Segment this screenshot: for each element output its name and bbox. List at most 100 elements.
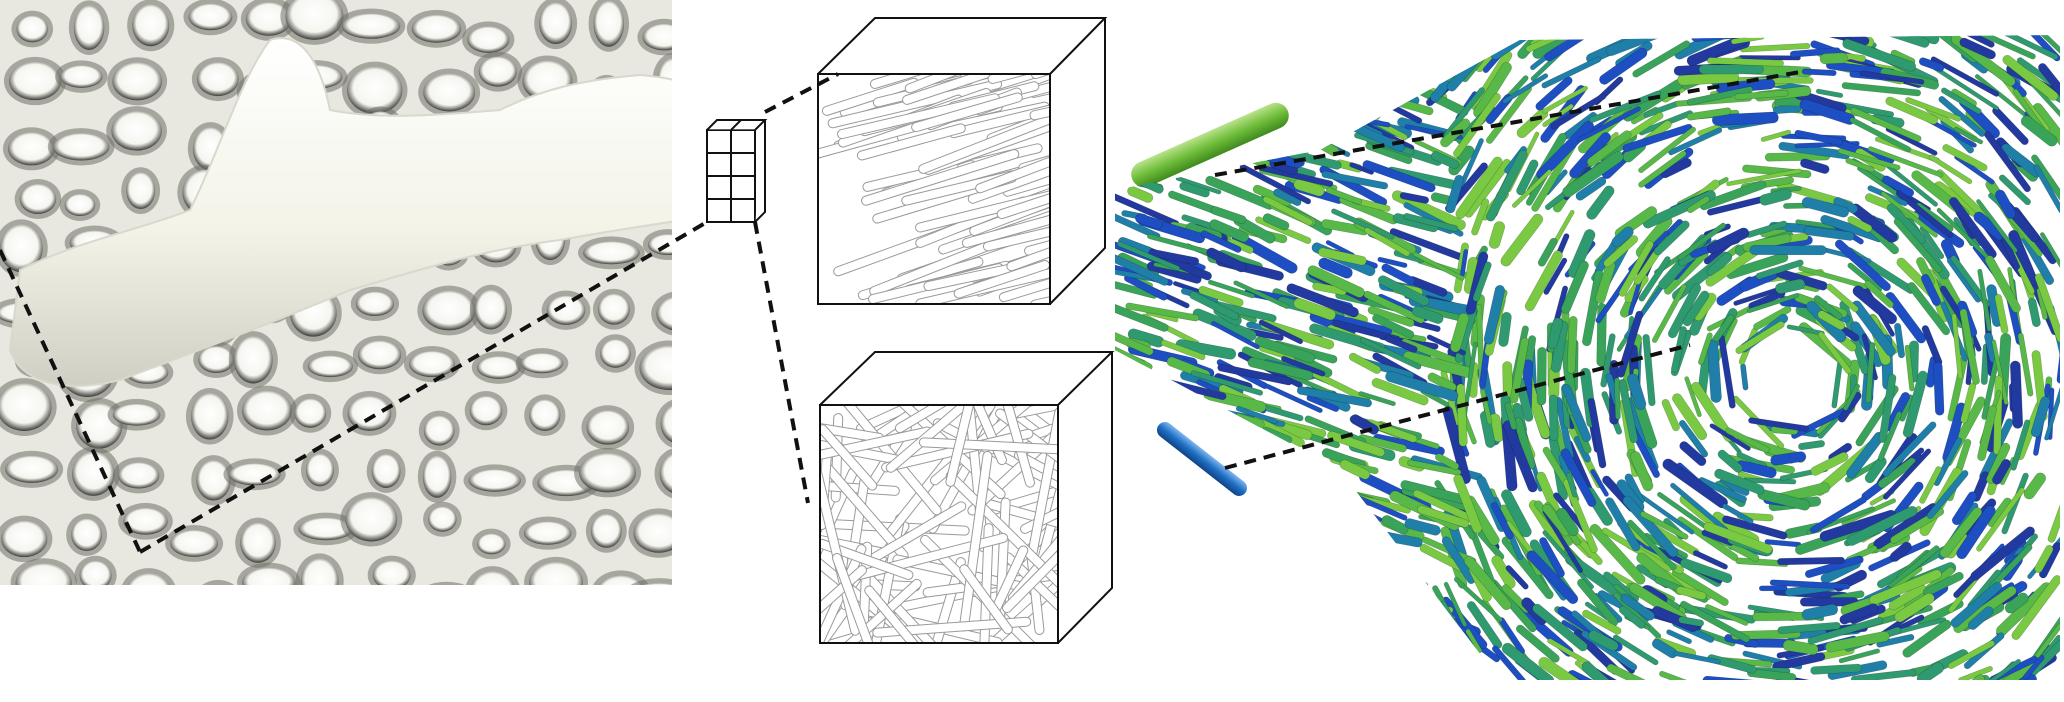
flow-rod — [1562, 151, 1624, 198]
flow-rod — [1449, 312, 1470, 353]
bone-pore — [8, 132, 55, 166]
flow-rod — [1392, 600, 1450, 628]
flow-rod — [1124, 97, 1195, 125]
bone-pore — [242, 567, 296, 585]
flow-rod — [1122, 657, 1164, 680]
flow-rod — [1342, 542, 1402, 566]
flow-rod — [1605, 497, 1641, 552]
flow-rod — [1115, 125, 1161, 156]
flow-rod — [1885, 291, 1927, 344]
flow-rod — [1465, 628, 1483, 654]
flow-rod — [1834, 239, 1891, 292]
flow-rod — [1933, 361, 1945, 416]
flow-rod — [1359, 337, 1422, 370]
flow-rod — [1471, 198, 1490, 236]
bone-pore — [583, 241, 640, 265]
flow-rod — [1306, 394, 1340, 413]
flow-rod — [1928, 154, 1973, 185]
flow-rod — [2039, 232, 2060, 274]
flow-rod — [1682, 290, 1710, 327]
flow-rod — [2020, 115, 2058, 147]
flow-rod — [1316, 96, 1355, 120]
flow-rod — [2026, 35, 2060, 63]
flow-rod — [1432, 644, 1464, 662]
flow-rod — [1769, 579, 1851, 590]
flow-rod — [1690, 381, 1735, 442]
flow-rod — [1725, 427, 1770, 453]
flow-rod — [1381, 263, 1415, 286]
flow-rod — [1249, 38, 1282, 56]
bone-pore — [8, 61, 62, 101]
aligned-fiber — [860, 149, 1020, 206]
flow-rod — [1556, 507, 1579, 537]
blue-rod-leader-line — [1224, 343, 1691, 470]
flow-rod — [1282, 82, 1340, 119]
flow-rod — [1216, 524, 1284, 553]
flow-rod — [1293, 514, 1344, 538]
flow-rod — [1239, 649, 1277, 665]
flow-rod — [1283, 35, 1317, 49]
flow-rod — [1363, 608, 1437, 644]
flow-rod — [1311, 622, 1343, 641]
aligned-fiber — [987, 74, 1050, 84]
bone-pore — [597, 293, 630, 325]
flow-rod — [1115, 247, 1169, 286]
flow-rod — [1588, 630, 1619, 652]
bone-pore — [468, 469, 521, 492]
bone-pore — [539, 2, 573, 45]
flow-rod — [1984, 131, 2031, 193]
flow-rod — [1575, 176, 1607, 201]
flow-rod — [1747, 668, 1797, 680]
flow-rod — [1343, 591, 1422, 620]
flow-rod — [1286, 507, 1364, 530]
flow-rod — [1777, 556, 1845, 566]
flow-rod — [1894, 592, 1935, 623]
flow-rod — [1706, 339, 1722, 403]
flow-rod — [1122, 657, 1190, 680]
bone-pore — [422, 455, 452, 498]
flow-rod — [1233, 567, 1270, 591]
flow-rod — [1539, 537, 1565, 578]
flow-rod — [1260, 90, 1287, 105]
flow-rod — [1192, 664, 1224, 680]
flow-rod — [1143, 583, 1200, 604]
flow-rod — [1565, 472, 1578, 498]
flow-rod — [1653, 220, 1690, 256]
flow-rod — [1187, 655, 1225, 675]
flow-rod — [1538, 656, 1585, 680]
flow-rod — [1500, 489, 1532, 538]
flow-rod — [1678, 419, 1709, 458]
bone-pore — [112, 403, 161, 426]
flow-rod — [1760, 129, 1792, 142]
flow-rod — [1115, 35, 1134, 42]
flow-rod — [1904, 344, 1915, 392]
flow-rod — [1547, 317, 1563, 349]
flow-rod — [1194, 610, 1270, 644]
flow-rod — [1314, 47, 1375, 65]
flow-rod — [1151, 110, 1184, 129]
flow-rod — [1321, 598, 1356, 617]
bone-pore — [529, 561, 583, 585]
zoom-line-bottom — [753, 221, 810, 504]
flow-rod — [1998, 35, 2059, 60]
flow-rod — [1882, 175, 1915, 198]
flow-rod — [1831, 361, 1843, 409]
flow-rod — [1379, 590, 1414, 610]
flow-rod — [1618, 605, 1646, 629]
flow-rod — [1638, 256, 1671, 302]
flow-rod — [1160, 339, 1206, 361]
flow-rod — [1398, 577, 1429, 590]
flow-rod — [1789, 47, 1841, 58]
flow-rod — [1926, 470, 1969, 519]
flow-rod — [1210, 206, 1247, 225]
flow-rod — [1166, 646, 1207, 666]
flow-rod — [1217, 595, 1249, 612]
flow-rod — [2006, 35, 2060, 62]
flow-rod — [1711, 111, 1779, 126]
flow-rod — [1846, 505, 1918, 546]
bone-pore — [190, 392, 229, 440]
flow-rod — [1125, 302, 1200, 322]
flow-rod — [1632, 40, 1691, 78]
flow-rod — [1994, 189, 2016, 220]
flow-rod — [1417, 505, 1470, 528]
